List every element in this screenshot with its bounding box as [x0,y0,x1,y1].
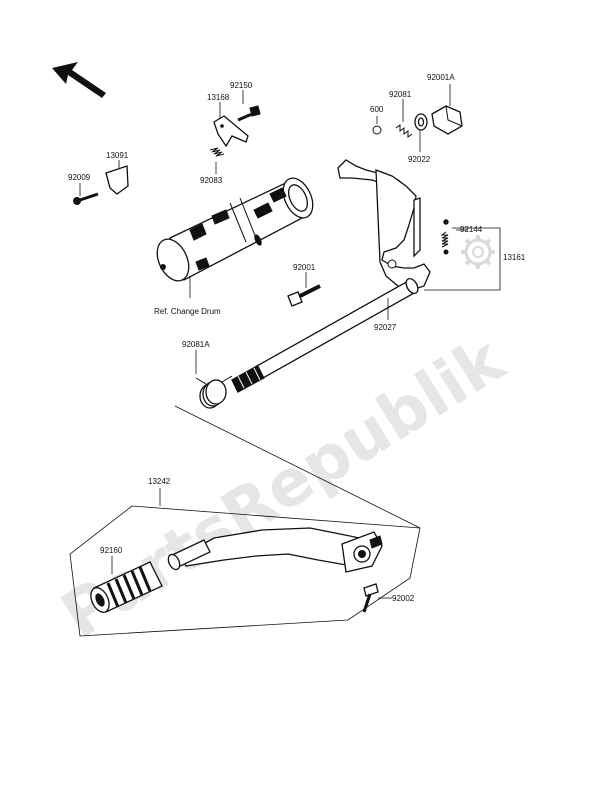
part-92001-bolt [287,272,321,307]
part-13091-bracket [105,160,129,195]
part-13168-plate [213,102,249,148]
label-92002: 92002 [392,594,415,603]
label-92083: 92083 [200,176,223,185]
group-outline-13242 [69,405,421,637]
bracket-line-13161 [424,227,501,291]
part-600-ball [372,116,382,135]
part-92002-bolt [362,583,392,613]
front-direction-arrow-icon [52,62,106,98]
label-ref-change-drum: Ref. Change Drum [154,307,221,316]
part-92022-washer [414,113,428,152]
label-13161: 13161 [503,253,526,262]
label-92160: 92160 [100,546,123,555]
label-92001: 92001 [293,263,316,272]
label-13168: 13168 [207,93,230,102]
part-13242-shift-pedal [167,527,383,573]
label-13091: 13091 [106,151,129,160]
part-92009-screw [73,183,99,205]
part-92150-bolt [237,90,261,122]
part-92027-shift-shaft [231,277,419,393]
label-92001A: 92001A [427,73,455,82]
label-92009: 92009 [68,173,91,182]
part-92083-spring [209,147,225,174]
label-92081A: 92081A [182,340,210,349]
watermark-gear-icon [461,235,495,269]
part-92081A-return-spring [195,350,233,409]
label-600: 600 [370,105,384,114]
part-92001A-bolt [431,84,463,135]
label-13242: 13242 [148,477,171,486]
label-92081: 92081 [389,90,412,99]
part-13161-shift-lever [337,159,449,291]
label-92150: 92150 [230,81,253,90]
change-drum [156,177,314,298]
label-92022: 92022 [408,155,431,164]
part-92160-pedal-rubber [90,556,163,613]
part-92081-spring [395,99,413,138]
label-92027: 92027 [374,323,397,332]
label-92144: 92144 [460,225,483,234]
